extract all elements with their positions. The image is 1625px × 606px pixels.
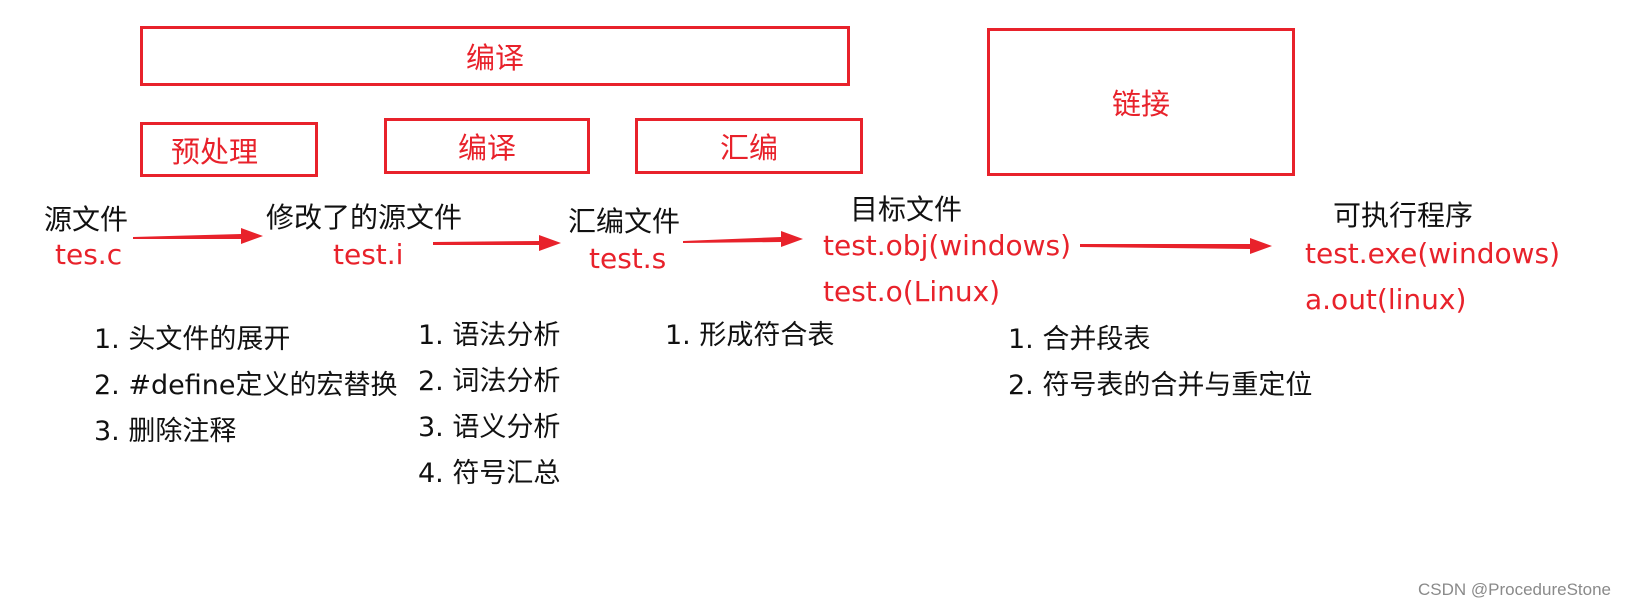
preprocessed-file-name: test.i (333, 238, 404, 271)
list-item: 4. 符号汇总 (418, 458, 561, 489)
object-stage-title: 目标文件 (850, 193, 963, 226)
executable-stage-title: 可执行程序 (1333, 199, 1474, 232)
compile-steps-list: 1. 语法分析 2. 词法分析 3. 语义分析 4. 符号汇总 (418, 313, 560, 497)
preprocess-steps-list: 1. 头文件的展开 2. #define定义的宏替换 3. 删除注释 (94, 317, 397, 455)
assembly-stage-title: 汇编文件 (568, 205, 681, 238)
arrow-object-to-executable (1080, 236, 1272, 256)
list-item: 1. 形成符合表 (665, 320, 835, 351)
list-item: 3. 语义分析 (418, 412, 561, 443)
compile-subphase-box: 编译 (384, 118, 590, 174)
assembly-file-name: test.s (589, 242, 667, 275)
source-stage-title: 源文件 (44, 203, 129, 236)
preprocess-phase-label: 预处理 (171, 134, 259, 169)
watermark: CSDN @ProcedureStone (1417, 580, 1611, 599)
compile-phase-label: 编译 (465, 41, 524, 75)
list-item: 1. 语法分析 (418, 320, 561, 351)
assemble-phase-box: 汇编 (635, 118, 863, 174)
link-phase-label: 链接 (1111, 87, 1170, 121)
list-item: 1. 合并段表 (1008, 324, 1151, 355)
list-item: 2. #define定义的宏替换 (94, 370, 398, 401)
list-item: 1. 头文件的展开 (94, 324, 291, 355)
arrow-source-to-preprocessed (133, 226, 263, 246)
object-file-windows: test.obj(windows) (823, 229, 1072, 262)
source-file-name: tes.c (55, 238, 123, 271)
assemble-steps-list: 1. 形成符合表 (665, 313, 834, 359)
preprocessed-stage-title: 修改了的源文件 (266, 201, 463, 234)
list-item: 2. 词法分析 (418, 366, 561, 397)
executable-file-windows: test.exe(windows) (1305, 237, 1561, 270)
list-item: 3. 删除注释 (94, 416, 237, 447)
executable-file-linux: a.out(linux) (1305, 283, 1467, 316)
assemble-phase-label: 汇编 (719, 131, 778, 165)
arrow-assembly-to-object (683, 229, 803, 249)
link-phase-box: 链接 (987, 28, 1295, 176)
arrow-preprocessed-to-assembly (433, 233, 561, 253)
compile-phase-box: 编译 (140, 26, 850, 86)
list-item: 2. 符号表的合并与重定位 (1008, 370, 1313, 401)
compile-subphase-label: 编译 (457, 131, 516, 165)
link-steps-list: 1. 合并段表 2. 符号表的合并与重定位 (1008, 317, 1312, 409)
preprocess-phase-box: 预处理 (140, 122, 318, 177)
object-file-linux: test.o(Linux) (823, 275, 1001, 308)
